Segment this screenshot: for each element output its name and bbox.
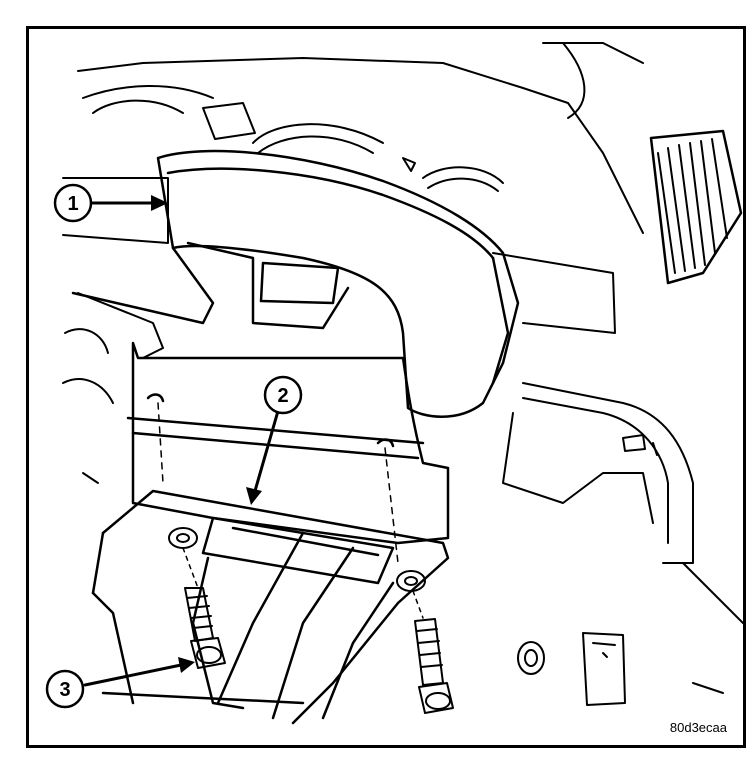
callout-1-label: 1 (67, 193, 78, 215)
screw-right (396, 570, 454, 714)
arrowhead-2 (246, 487, 262, 505)
instrument-panel-outline (77, 42, 644, 234)
leader-arrows (83, 195, 280, 687)
leader-arrow-2 (253, 409, 280, 493)
air-vent (649, 129, 743, 285)
callout-2-label: 2 (277, 385, 288, 407)
upper-column-shroud (71, 149, 520, 418)
figure-code: 80d3ecaa (669, 720, 727, 735)
screw-left (168, 527, 226, 669)
diagram-frame: 1 2 3 80d3ecaa (26, 26, 746, 748)
callout-1: 1 (53, 183, 93, 223)
illustration: 1 2 3 (45, 42, 743, 725)
callout-3-label: 3 (59, 679, 70, 701)
mounting-bracket (91, 489, 450, 725)
panel-grommet (517, 641, 545, 675)
arrowhead-3 (178, 657, 195, 673)
callout-3: 3 (45, 669, 85, 709)
callout-2: 2 (263, 375, 303, 415)
lower-dash-panel (62, 292, 743, 706)
leader-arrow-3 (83, 663, 183, 687)
arrowhead-1 (151, 195, 168, 211)
